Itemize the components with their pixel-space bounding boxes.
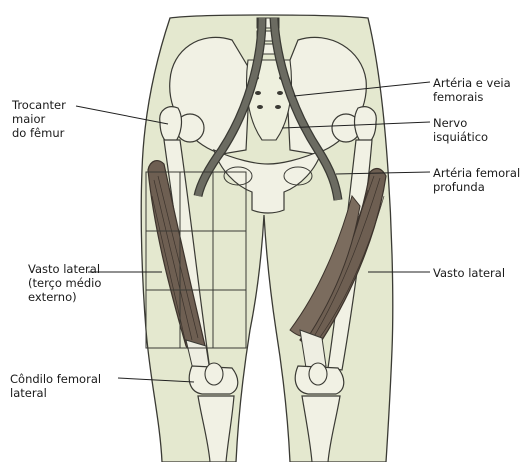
label-condyle: Côndilo femoral lateral xyxy=(10,372,101,400)
label-trochanter: Trocanter maior do fêmur xyxy=(12,98,66,140)
label-sciatic-nerve: Nervo isquiático xyxy=(433,116,488,144)
knees xyxy=(189,363,344,394)
left-patella xyxy=(205,363,223,385)
label-vastus-left: Vasto lateral (terço médio externo) xyxy=(28,262,101,304)
right-patella xyxy=(309,363,327,385)
label-femoral-vessels: Artéria e veia femorais xyxy=(433,76,511,104)
label-vastus-right: Vasto lateral xyxy=(433,266,505,280)
label-deep-femoral: Artéria femoral profunda xyxy=(433,166,520,194)
